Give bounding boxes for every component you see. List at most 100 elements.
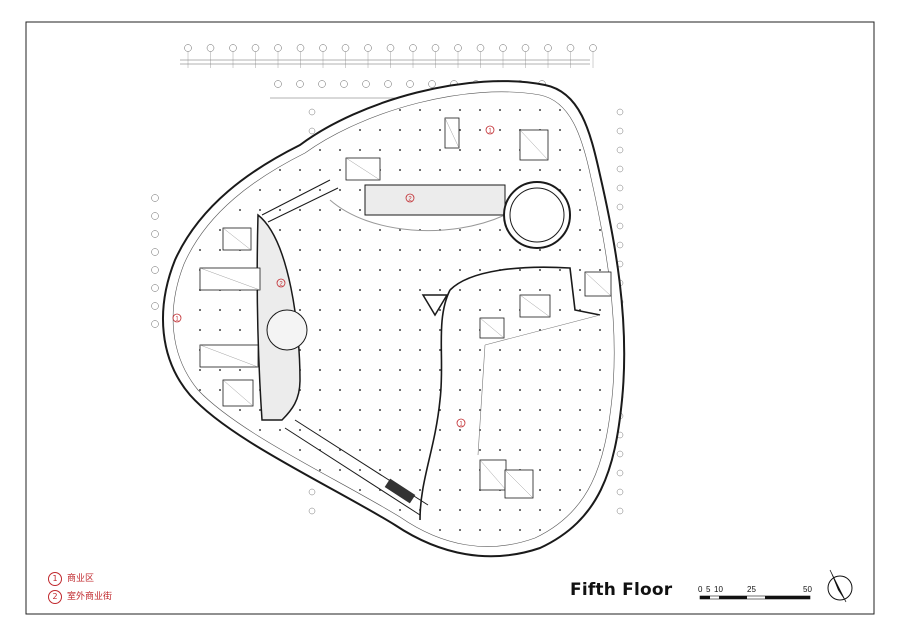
column xyxy=(399,149,401,151)
column xyxy=(559,269,561,271)
column xyxy=(419,249,421,251)
column xyxy=(459,269,461,271)
column xyxy=(539,109,541,111)
grid-bubble xyxy=(151,194,159,202)
column xyxy=(519,429,521,431)
column xyxy=(359,329,361,331)
grid-bubble xyxy=(566,44,575,52)
column xyxy=(219,309,221,311)
zone-marker-2a: 2 xyxy=(405,193,415,203)
column xyxy=(479,109,481,111)
column xyxy=(459,249,461,251)
column xyxy=(319,369,321,371)
column xyxy=(339,169,341,171)
column xyxy=(359,289,361,291)
plan-title: Fifth Floor xyxy=(570,580,673,600)
column xyxy=(319,389,321,391)
column xyxy=(459,529,461,531)
column xyxy=(579,409,581,411)
column xyxy=(219,249,221,251)
zone-marker-1c: 1 xyxy=(456,418,466,428)
column xyxy=(359,229,361,231)
column xyxy=(379,249,381,251)
scale-label-10: 10 xyxy=(714,585,723,594)
column xyxy=(559,509,561,511)
column xyxy=(459,509,461,511)
column xyxy=(439,529,441,531)
legend-label: 室外商业街 xyxy=(67,592,113,602)
legend-number: 1 xyxy=(48,571,62,586)
column xyxy=(419,469,421,471)
column xyxy=(319,469,321,471)
column xyxy=(339,409,341,411)
column xyxy=(599,229,601,231)
column xyxy=(419,289,421,291)
column xyxy=(399,369,401,371)
column xyxy=(439,349,441,351)
column xyxy=(479,249,481,251)
column xyxy=(519,249,521,251)
column xyxy=(459,149,461,151)
column xyxy=(379,409,381,411)
zone-marker-2b: 2 xyxy=(276,278,286,288)
column xyxy=(399,309,401,311)
column xyxy=(599,389,601,391)
column xyxy=(399,129,401,131)
column xyxy=(579,349,581,351)
column xyxy=(399,349,401,351)
column xyxy=(499,249,501,251)
grid-bubble xyxy=(406,80,414,88)
grid-bubble xyxy=(616,222,624,230)
column xyxy=(359,369,361,371)
column xyxy=(559,369,561,371)
column xyxy=(379,389,381,391)
column xyxy=(579,269,581,271)
column xyxy=(219,229,221,231)
svg-text:1: 1 xyxy=(175,317,179,323)
column xyxy=(559,329,561,331)
grid-bubble xyxy=(616,488,624,496)
column xyxy=(319,329,321,331)
grid-bubble xyxy=(340,80,348,88)
column xyxy=(479,349,481,351)
column xyxy=(379,429,381,431)
grid-bubble xyxy=(308,127,316,135)
column xyxy=(299,429,301,431)
legend-label: 商业区 xyxy=(67,574,95,584)
column xyxy=(359,489,361,491)
triangle-void xyxy=(421,294,449,317)
column xyxy=(439,289,441,291)
column xyxy=(339,369,341,371)
grid-bubble xyxy=(428,80,436,88)
grid-bubble xyxy=(616,165,624,173)
column xyxy=(439,429,441,431)
column xyxy=(319,429,321,431)
grid-bubble xyxy=(616,108,624,116)
zone-marker-1a: 1 xyxy=(485,125,495,135)
column xyxy=(459,409,461,411)
column xyxy=(479,169,481,171)
svg-text:1: 1 xyxy=(459,422,463,428)
column xyxy=(559,389,561,391)
column xyxy=(239,409,241,411)
column xyxy=(459,109,461,111)
column xyxy=(379,149,381,151)
column xyxy=(239,369,241,371)
grid-bubble xyxy=(476,44,485,52)
column xyxy=(539,369,541,371)
column xyxy=(579,289,581,291)
column xyxy=(319,209,321,211)
column xyxy=(559,129,561,131)
column xyxy=(379,309,381,311)
grid-bubble xyxy=(308,488,316,496)
column xyxy=(599,429,601,431)
column xyxy=(399,469,401,471)
scale-label-5: 5 xyxy=(706,585,711,594)
grid-bubble xyxy=(384,80,392,88)
column xyxy=(419,269,421,271)
column xyxy=(399,409,401,411)
column xyxy=(419,449,421,451)
column xyxy=(599,369,601,371)
grid-bubble xyxy=(274,44,282,52)
